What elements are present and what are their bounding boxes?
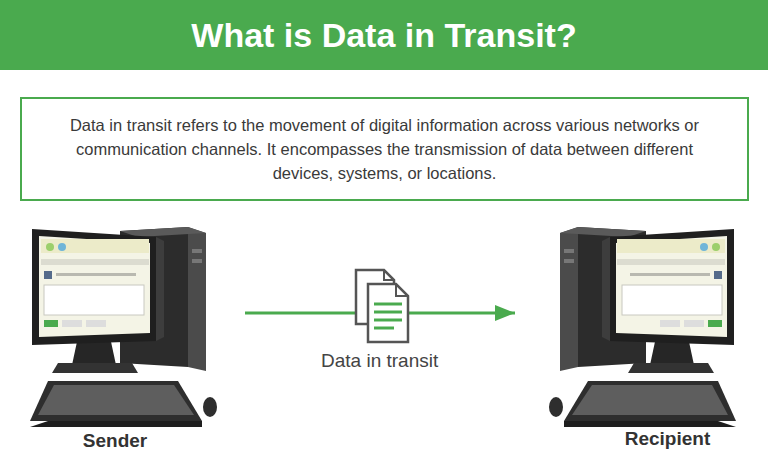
- edge-label: Data in transit: [318, 350, 441, 372]
- description-text: Data in transit refers to the movement o…: [46, 113, 723, 185]
- title-text: What is Data in Transit?: [0, 0, 768, 70]
- recipient-computer: Recipient: [515, 222, 740, 460]
- description-box: Data in transit refers to the movement o…: [20, 97, 749, 201]
- recipient-computer-drawing: [549, 227, 736, 427]
- illustration-part: [396, 284, 408, 296]
- sender-computer: Sender: [25, 222, 245, 460]
- document-front: [368, 284, 408, 342]
- illustration-part: [384, 270, 394, 280]
- illustration-part: [368, 284, 408, 342]
- illustration-part: [374, 311, 402, 314]
- illustration-part: [374, 303, 402, 306]
- computer-label: Recipient: [585, 428, 750, 450]
- illustration-part: [374, 319, 402, 322]
- sender-computer-drawing: [30, 227, 217, 427]
- computer-label: Sender: [25, 430, 205, 452]
- illustration-part: [374, 327, 394, 330]
